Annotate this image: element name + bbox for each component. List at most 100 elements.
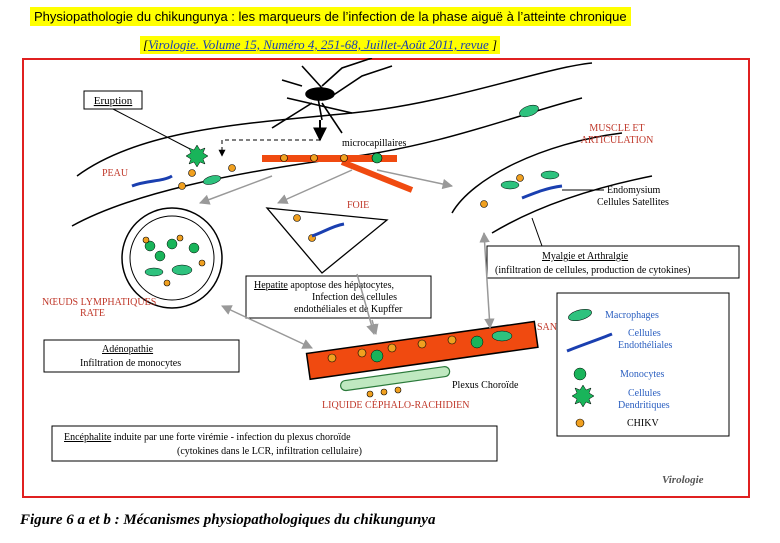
virus-dot [228, 164, 236, 172]
adenopathie-text: Infiltration de monocytes [80, 358, 181, 369]
cellules-satellites-label: Cellules Satellites [597, 197, 669, 208]
endothelial-cell [521, 184, 563, 200]
legend-monocytes: Monocytes [620, 369, 665, 380]
macrophage-cell [540, 170, 560, 180]
virus-dot [394, 386, 402, 394]
chikv-icon [575, 418, 585, 428]
hepatite-line1-text: apoptose des hépatocytes, [288, 280, 394, 291]
plexus-label: Plexus Choroïde [452, 380, 519, 391]
dissemination-arrows [199, 169, 495, 349]
macrophage-cell [171, 264, 193, 276]
muscle-curve-upper [451, 132, 623, 214]
monocyte-cell [188, 242, 200, 254]
mosquito-icon [271, 58, 393, 134]
source-bracket-close: ] [488, 37, 498, 52]
virus-dot [280, 154, 288, 162]
muscle-label-line1: MUSCLE ET [589, 123, 644, 134]
virus-dot [480, 200, 488, 208]
virus-dot [417, 339, 427, 349]
lymph-node-inner [129, 215, 215, 301]
diagram-frame [22, 58, 750, 498]
virus-dot [340, 154, 348, 162]
legend-endothelial-line1: Cellules [628, 328, 661, 339]
virus-dot [293, 214, 301, 222]
muscle-curve-lower [491, 175, 653, 234]
page-title: Physiopathologie du chikungunya : les ma… [30, 7, 631, 26]
macrophage-icon [568, 309, 592, 321]
endothelial-cell [311, 222, 345, 238]
macrophage-cell [202, 175, 222, 185]
source-link[interactable]: Virologie. Volume 15, Numéro 4, 251-68, … [148, 37, 489, 52]
adenopathie-title: Adénopathie [102, 344, 154, 355]
monocyte-cell [144, 240, 156, 252]
microcapillaires-label: microcapillaires [342, 138, 407, 149]
blood-vessel [305, 320, 539, 381]
hepatite-line2: Infection des cellules [312, 292, 397, 303]
sang-label: SANG [537, 322, 564, 333]
legend-endothelial-line2: Endothéliales [618, 340, 673, 351]
virus-dot [387, 343, 397, 353]
macrophage-cell [491, 330, 513, 342]
virus-dot [327, 353, 337, 363]
eruption-label: Eruption [94, 95, 133, 107]
virus-dot [516, 174, 524, 182]
liver-triangle [265, 207, 389, 274]
legend-chikv: CHIKV [627, 418, 659, 429]
encephalite-line2: (cytokines dans le LCR, infiltration cel… [177, 446, 362, 457]
virus-dot [310, 154, 318, 162]
myalgie-title: Myalgie et Arthralgie [542, 251, 629, 262]
myalgie-text: (infiltration de cellules, production de… [495, 265, 691, 276]
figure-caption: Figure 6 a et b : Mécanismes physiopatho… [20, 512, 436, 528]
virus-dot [447, 335, 457, 345]
hepatite-line3: endothéliales et de Kupffer [294, 304, 403, 315]
encephalite-title: Encéphalite [64, 432, 112, 443]
source-bracket-open: [ [143, 37, 149, 52]
encephalite-box [51, 425, 498, 462]
monocyte-cell [154, 250, 166, 262]
virus-dot [380, 388, 388, 396]
encephalite-line1-text: induite par une forte virémie - infectio… [111, 432, 351, 443]
hepatite-box [245, 275, 432, 319]
monocyte-in-vessel [371, 152, 383, 164]
virus-dot [188, 169, 196, 177]
legend-dendritic-line1: Cellules [628, 388, 661, 399]
choroid-plexus [339, 366, 451, 392]
endomysium-label: Endomysium [607, 185, 661, 196]
hepatite-line1: Hepatite apoptose des hépatocytes, [254, 280, 394, 291]
encephalite-line1: Encéphalite induite par une forte virémi… [64, 432, 351, 443]
macrophage-cell [519, 104, 539, 118]
monocyte-cell [370, 349, 384, 363]
lymph-node-outer [121, 207, 223, 309]
chikungunya-diagram: Eruption microcapillaires PEAU FOIE MUSC… [42, 58, 740, 486]
monocyte-cell [470, 335, 484, 349]
legend-dendritic-line2: Dendritiques [618, 400, 670, 411]
virus-dot [142, 236, 150, 244]
peau-label: PEAU [102, 168, 129, 179]
monocyte-cell [166, 238, 178, 250]
adenopathie-box [43, 339, 240, 373]
virus-dot [178, 182, 186, 190]
lcr-label: LIQUIDE CÉPHALO-RACHIDIEN [322, 399, 469, 411]
dendritic-cell-icon [571, 384, 595, 408]
eruption-pointer [112, 108, 193, 151]
endothelial-cell-icon [566, 332, 613, 353]
macrophage-cell [144, 267, 164, 277]
endothelial-cell [131, 174, 173, 188]
virus-dot [198, 259, 206, 267]
muscle-label-line2: ARTICULATION [581, 135, 654, 146]
hepatite-title: Hepatite [254, 280, 288, 291]
virus-dot [163, 279, 171, 287]
injection-dashed-line [218, 139, 320, 157]
monocyte-icon [573, 367, 587, 381]
virus-dot [366, 390, 374, 398]
myalgie-pointer [531, 217, 543, 247]
virologie-logo: Virologie [662, 474, 704, 486]
noeuds-label-line1: NŒUDS LYMPHATIQUES [42, 297, 156, 308]
noeuds-label-line2: RATE [80, 308, 105, 319]
dendritic-cell [185, 144, 209, 168]
foie-label: FOIE [347, 200, 369, 211]
microcapillary-branch [340, 159, 414, 193]
legend-macrophages: Macrophages [605, 310, 659, 321]
microcapillary-vessel [262, 155, 397, 162]
myalgie-box [486, 245, 740, 279]
